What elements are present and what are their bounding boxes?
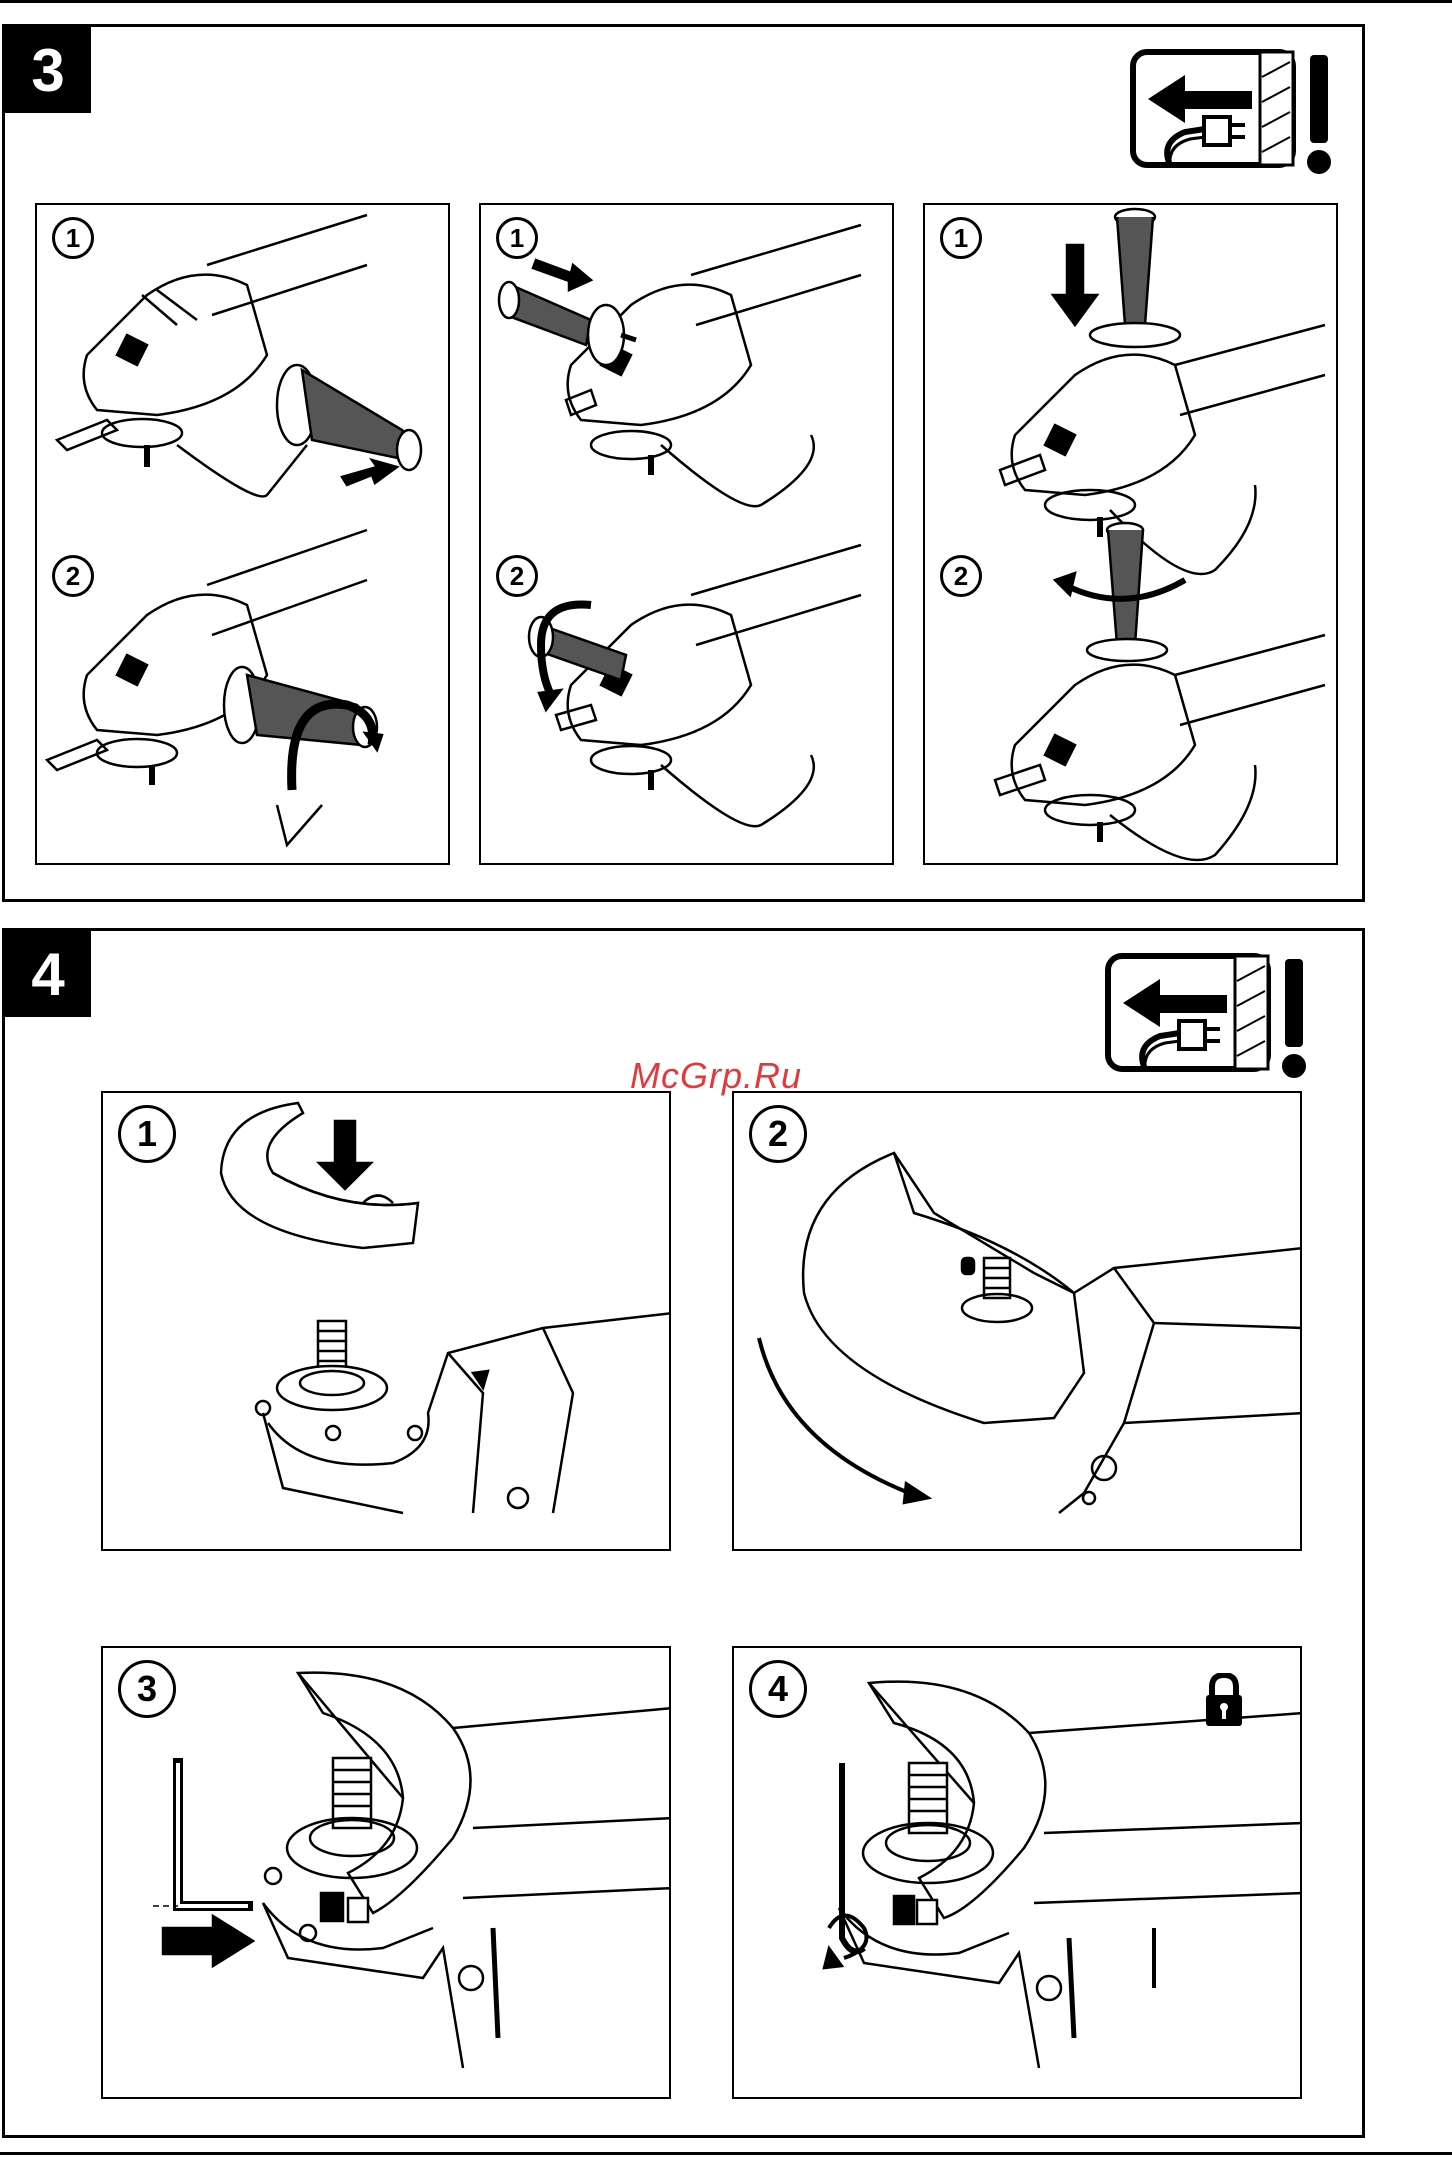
panel-4-4: 4 bbox=[732, 1646, 1302, 2099]
section-number-badge: 3 bbox=[5, 27, 91, 113]
top-rule bbox=[0, 0, 1452, 3]
unplug-warning-icon bbox=[1130, 47, 1340, 197]
panel-4-1: 1 bbox=[101, 1091, 671, 1551]
panel-4-2: 2 bbox=[732, 1091, 1302, 1551]
padlock-icon bbox=[1204, 1673, 1244, 1728]
panel-3b: 1 2 bbox=[479, 203, 894, 865]
grinder-top-handle-illustration bbox=[925, 205, 1338, 865]
watermark-text: McGrp.Ru bbox=[630, 1055, 802, 1097]
panel-3c: 1 2 bbox=[923, 203, 1338, 865]
section-3: 3 1 2 bbox=[2, 24, 1365, 902]
section-number-badge: 4 bbox=[5, 931, 91, 1017]
panel-3a: 1 2 bbox=[35, 203, 450, 865]
guard-rotation-illustration bbox=[734, 1093, 1302, 1551]
guard-placement-illustration bbox=[103, 1093, 671, 1551]
bottom-rule bbox=[0, 2152, 1452, 2155]
grinder-side-handle-illustration bbox=[37, 205, 450, 865]
grinder-side-handle-illustration bbox=[481, 205, 894, 865]
panel-4-3: 3 bbox=[101, 1646, 671, 2099]
guard-screw-tightening-illustration bbox=[103, 1648, 671, 2099]
unplug-warning-icon bbox=[1105, 951, 1315, 1101]
section-4: 4 1 bbox=[2, 928, 1365, 2138]
